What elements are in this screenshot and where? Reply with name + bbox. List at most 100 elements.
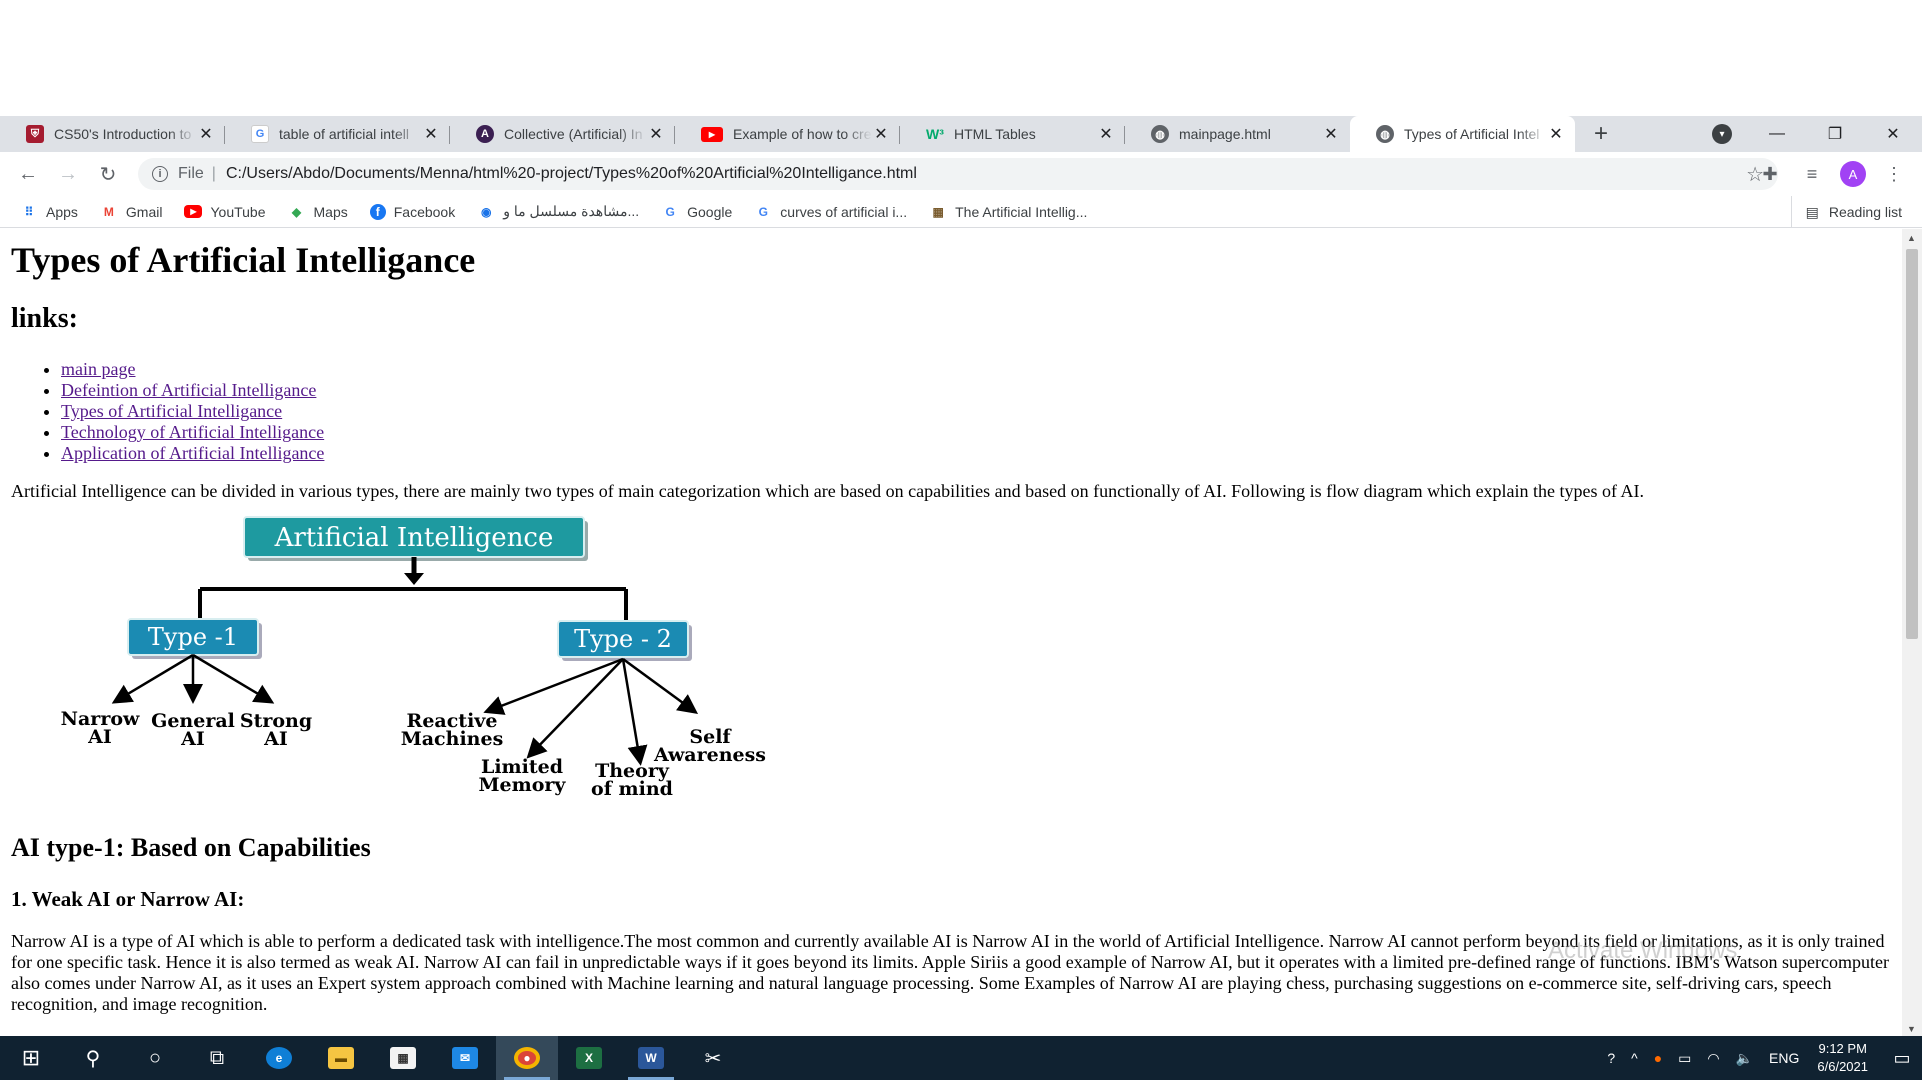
link-main-page[interactable]: main page [61,359,136,379]
bookmark-the-ai[interactable]: ▦The Artificial Intellig... [929,204,1087,220]
info-icon[interactable]: i [152,166,168,182]
cortana-icon[interactable]: ○ [148,1046,162,1069]
new-tab-button[interactable]: + [1593,120,1608,147]
excel-icon[interactable]: X [558,1036,620,1080]
back-button[interactable]: ← [18,162,38,185]
diagram-general-label: AI [180,728,205,750]
minimize-button[interactable]: — [1769,125,1785,142]
bookmark-star-icon[interactable]: ☆ [1746,163,1764,186]
close-icon[interactable]: ✕ [1549,126,1563,143]
close-icon[interactable]: ✕ [649,126,663,143]
harvard-shield-icon: ⛨ [26,125,44,143]
task-view-icon[interactable]: ⧉ [209,1046,225,1069]
forward-button[interactable]: → [58,162,78,185]
battery-icon[interactable]: ▭ [1678,1049,1692,1066]
close-icon[interactable]: ✕ [874,126,888,143]
restore-button[interactable]: ❐ [1827,126,1843,143]
mail-icon[interactable]: ✉ [434,1036,496,1080]
edge-icon[interactable]: e [248,1036,310,1080]
bookmark-maps[interactable]: ◆Maps [288,204,348,220]
close-icon[interactable]: ✕ [1099,126,1113,143]
tab-google-search[interactable]: G table of artificial intell ✕ [225,116,450,152]
page-scrollbar[interactable]: ▲ ▼ [1902,229,1922,1036]
volume-icon[interactable]: 🔈 [1735,1049,1754,1066]
apps-grid-icon: ⠿ [24,204,34,219]
bookmark-label: مشاهدة مسلسل ما و... [503,203,640,219]
activate-windows-watermark: Activate Windows [1548,937,1738,964]
bookmark-arabic-series[interactable]: ◉مشاهدة مسلسل ما و... [477,203,639,220]
media-control-icon[interactable]: ≡ [1806,163,1818,184]
diagram-theory-label: of mind [591,778,673,800]
tab-search-icon[interactable]: ▾ [1712,124,1732,144]
notification-icon[interactable]: ▭ [1893,1047,1911,1068]
app-tray-icon[interactable]: ● [1653,1050,1663,1066]
bookmark-label: Maps [313,203,348,220]
bookmark-label: Facebook [393,203,456,220]
close-icon[interactable]: ✕ [1324,126,1338,143]
diagram-strong-label: AI [263,728,288,750]
link-technology[interactable]: Technology of Artificial Intelligance [61,422,325,442]
extensions-icon[interactable]: ✚ [1762,163,1778,184]
link-definition[interactable]: Defeintion of Artificial Intelligance [61,380,317,400]
store-icon[interactable]: ▦ [372,1036,434,1080]
word-icon[interactable]: W [620,1036,682,1080]
tab-title: table of artificial intell [279,126,409,142]
clock[interactable]: 9:12 PM 6/6/2021 [1817,1040,1868,1076]
w3schools-icon: W³ [926,126,944,142]
page-content: Types of Artificial Intelligance links: … [0,229,1902,1036]
links-heading: links: [11,303,78,334]
bookmark-label: curves of artificial i... [780,203,908,220]
window-controls: — ❐ ✕ [1748,116,1922,152]
bookmark-label: The Artificial Intellig... [955,203,1088,220]
reading-list-button[interactable]: ▤ Reading list [1790,196,1902,228]
scroll-up-arrow-icon[interactable]: ▲ [1907,233,1916,243]
help-icon[interactable]: ? [1607,1050,1616,1066]
bookmark-apps[interactable]: ⠿Apps [20,204,78,220]
tab-html-tables[interactable]: W³ HTML Tables ✕ [900,116,1125,152]
diagram-self-label: Awareness [653,744,766,766]
wifi-icon[interactable]: ◠ [1707,1049,1720,1066]
chevron-up-icon[interactable]: ^ [1631,1050,1638,1066]
section-heading: AI type-1: Based on Capabilities [11,833,371,862]
reload-button[interactable]: ↻ [99,163,117,186]
links-list: main page Defeintion of Artificial Intel… [36,359,324,464]
tab-collective[interactable]: A Collective (Artificial) In ✕ [450,116,675,152]
link-types[interactable]: Types of Artificial Intelligance [61,401,283,421]
menu-kebab-icon[interactable]: ⋮ [1885,163,1903,184]
diagram-arrow [483,657,624,715]
tab-separator [674,126,675,144]
sub-heading: 1. Weak AI or Narrow AI: [11,887,245,911]
close-icon[interactable]: ✕ [424,126,438,143]
diagram-type2-box [557,620,689,658]
avatar[interactable]: A [1840,161,1866,187]
tab-cs50[interactable]: ⛨ CS50's Introduction to ✕ [0,116,225,152]
chrome-icon[interactable]: ● [496,1036,558,1080]
link-application[interactable]: Application of Artificial Intelligance [61,443,325,463]
snipping-tool-icon[interactable]: ✂ [704,1047,722,1070]
tab-types-of-ai[interactable]: ◍ Types of Artificial Intel ✕ [1350,116,1575,152]
diagram-arrowhead [404,573,424,585]
tab-separator [899,126,900,144]
tab-separator [1124,126,1125,144]
search-icon[interactable]: ⚲ [85,1047,101,1070]
windows-start-icon[interactable]: ⊞ [21,1045,41,1070]
tab-separator [449,126,450,144]
url-scheme: File [178,165,204,182]
file-explorer-icon[interactable]: ▬ [310,1036,372,1080]
close-icon[interactable]: ✕ [199,126,213,143]
close-window-button[interactable]: ✕ [1886,126,1900,143]
tab-separator [224,126,225,144]
list-item: main page [61,359,324,380]
scroll-down-arrow-icon[interactable]: ▼ [1907,1024,1916,1034]
scrollbar-thumb[interactable] [1906,249,1918,639]
bookmark-youtube[interactable]: ▶YouTube [184,204,266,220]
language-indicator[interactable]: ENG [1769,1050,1800,1066]
tab-mainpage[interactable]: ◍ mainpage.html ✕ [1125,116,1350,152]
address-bar[interactable]: i File | C:/Users/Abdo/Documents/Menna/h… [138,158,1778,190]
tab-youtube[interactable]: ▶ Example of how to cre ✕ [675,116,900,152]
